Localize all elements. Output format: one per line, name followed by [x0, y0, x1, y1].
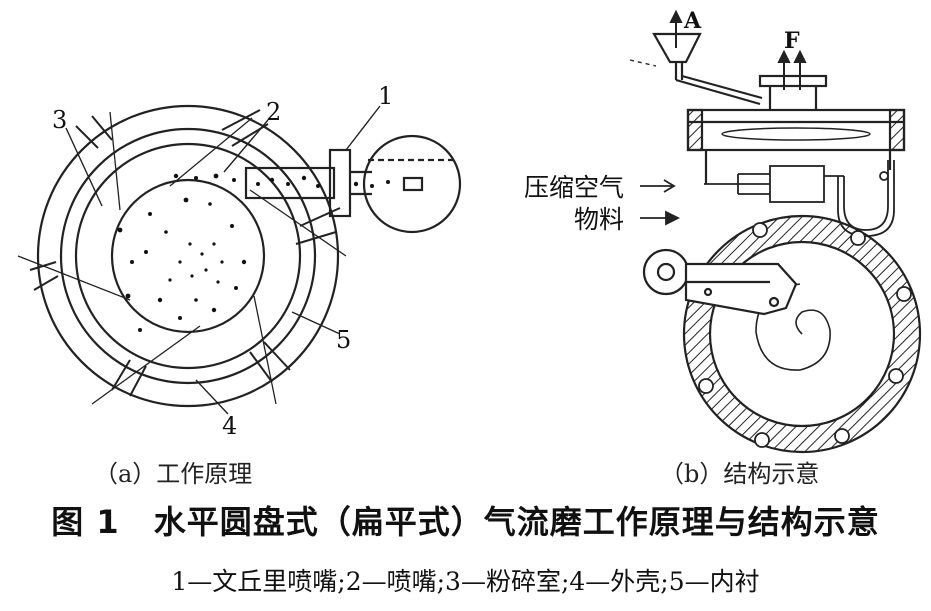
- panel-b-labels: A F 压缩空气 物料: [524, 8, 800, 234]
- outlet-pipe: [758, 74, 828, 110]
- outer-shell: [36, 104, 340, 408]
- panel-a-diagram: [17, 104, 462, 415]
- label-4: 4: [222, 412, 237, 440]
- material-label: 物料: [574, 205, 624, 234]
- figure-title-text: 水平圆盘式（扁平式）气流磨工作原理与结构示意: [153, 503, 880, 541]
- chamber-plan-view: [682, 214, 922, 454]
- caption-a: （a）工作原理: [94, 460, 253, 488]
- label-2: 2: [266, 98, 281, 126]
- figure-title: 图 1 水平圆盘式（扁平式）气流磨工作原理与结构示意: [0, 497, 931, 543]
- caption-b: （b）结构示意: [660, 460, 820, 488]
- label-a: A: [683, 8, 702, 34]
- particles: [117, 173, 390, 332]
- chamber-side-view: [686, 108, 906, 184]
- grinding-chamber: [110, 178, 266, 334]
- figure-number: 图 1: [51, 503, 120, 541]
- label-1: 1: [378, 82, 393, 110]
- venturi-nozzle: [244, 134, 462, 234]
- figure-legend: 1—文丘里喷嘴;2—喷嘴;3—粉碎室;4—外壳;5—内衬: [171, 567, 760, 596]
- jet-lines: [17, 111, 347, 405]
- outer-shell-inner-edge: [59, 127, 317, 385]
- panel-b-diagram: [629, 9, 922, 454]
- exit-arrows: [669, 9, 807, 90]
- compressed-air-label: 压缩空气: [524, 173, 624, 202]
- panel-a-labels: 1 2 3 4 5: [52, 82, 393, 440]
- feed-arm: [642, 248, 798, 316]
- leader-lines: [65, 105, 381, 415]
- label-f: F: [784, 28, 800, 54]
- input-arrows: [640, 179, 681, 226]
- label-3: 3: [52, 106, 67, 134]
- liner: [74, 142, 302, 370]
- feed-hopper: [629, 32, 763, 106]
- label-5: 5: [336, 326, 351, 354]
